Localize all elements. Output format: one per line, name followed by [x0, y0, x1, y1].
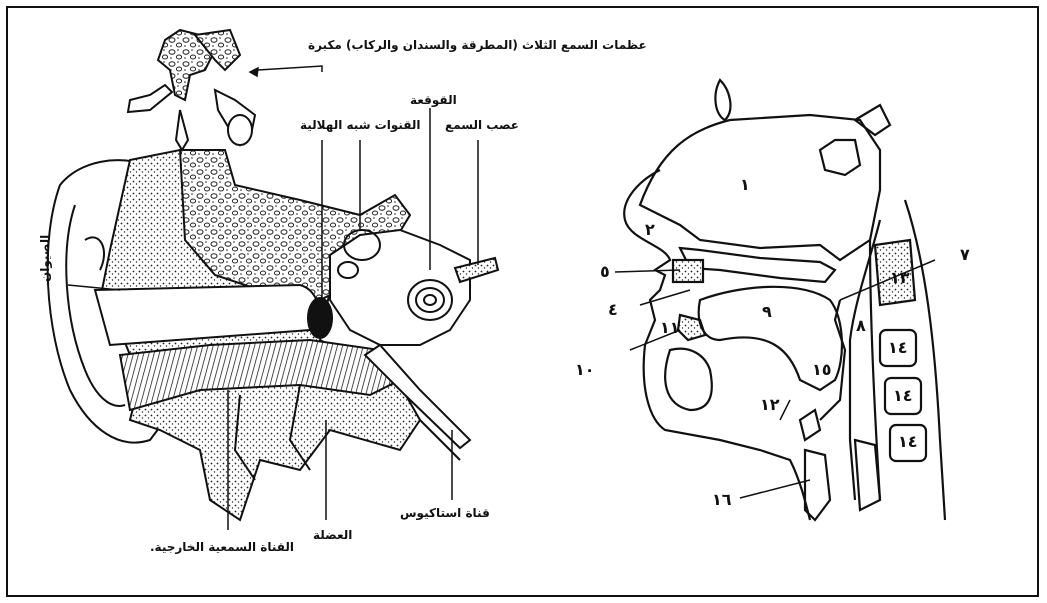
number-1: ١ [740, 175, 750, 194]
nasal-cavity [640, 115, 880, 260]
number-16: ١٦ [712, 490, 732, 509]
number-10: ١٠ [575, 360, 595, 379]
eardrum [308, 298, 332, 338]
number-14b: ١٤ [893, 386, 913, 405]
number-13: ١٣ [890, 268, 910, 287]
number-14c: ١٤ [898, 432, 918, 451]
number-2: ٢ [645, 220, 655, 239]
head-sagittal-diagram [615, 80, 945, 520]
number-15: ١٥ [812, 360, 832, 379]
label-pinna: الصيوان [38, 235, 52, 282]
mandible [665, 349, 712, 410]
number-4: ٤ [608, 300, 618, 319]
label-ossicles: عظمات السمع الثلاث (المطرقة والسندان وال… [308, 38, 647, 52]
inner-ear-block [330, 230, 470, 345]
larynx [805, 450, 830, 520]
label-cochlea: القوقعة [410, 93, 457, 107]
number-7: ٧ [960, 245, 970, 264]
number-5: ٥ [600, 262, 610, 281]
number-9: ٩ [762, 302, 772, 321]
label-eustachian-tube: قناة استاكيوس [400, 506, 490, 520]
label-auditory-nerve: عصب السمع [445, 118, 519, 132]
label-muscle: العضلة [313, 528, 352, 542]
number-11: ١١ [660, 318, 680, 337]
upper-teeth [673, 260, 703, 282]
number-8: ٨ [856, 316, 866, 335]
label-semicircular-canals: القنوات شبه الهلالية [300, 118, 421, 132]
number-14a: ١٤ [888, 338, 908, 357]
label-ear-canal: القناة السمعية الخارجية. [150, 540, 294, 554]
number-12: ١٢ [760, 395, 780, 414]
ossicles-enlarged [128, 30, 255, 150]
